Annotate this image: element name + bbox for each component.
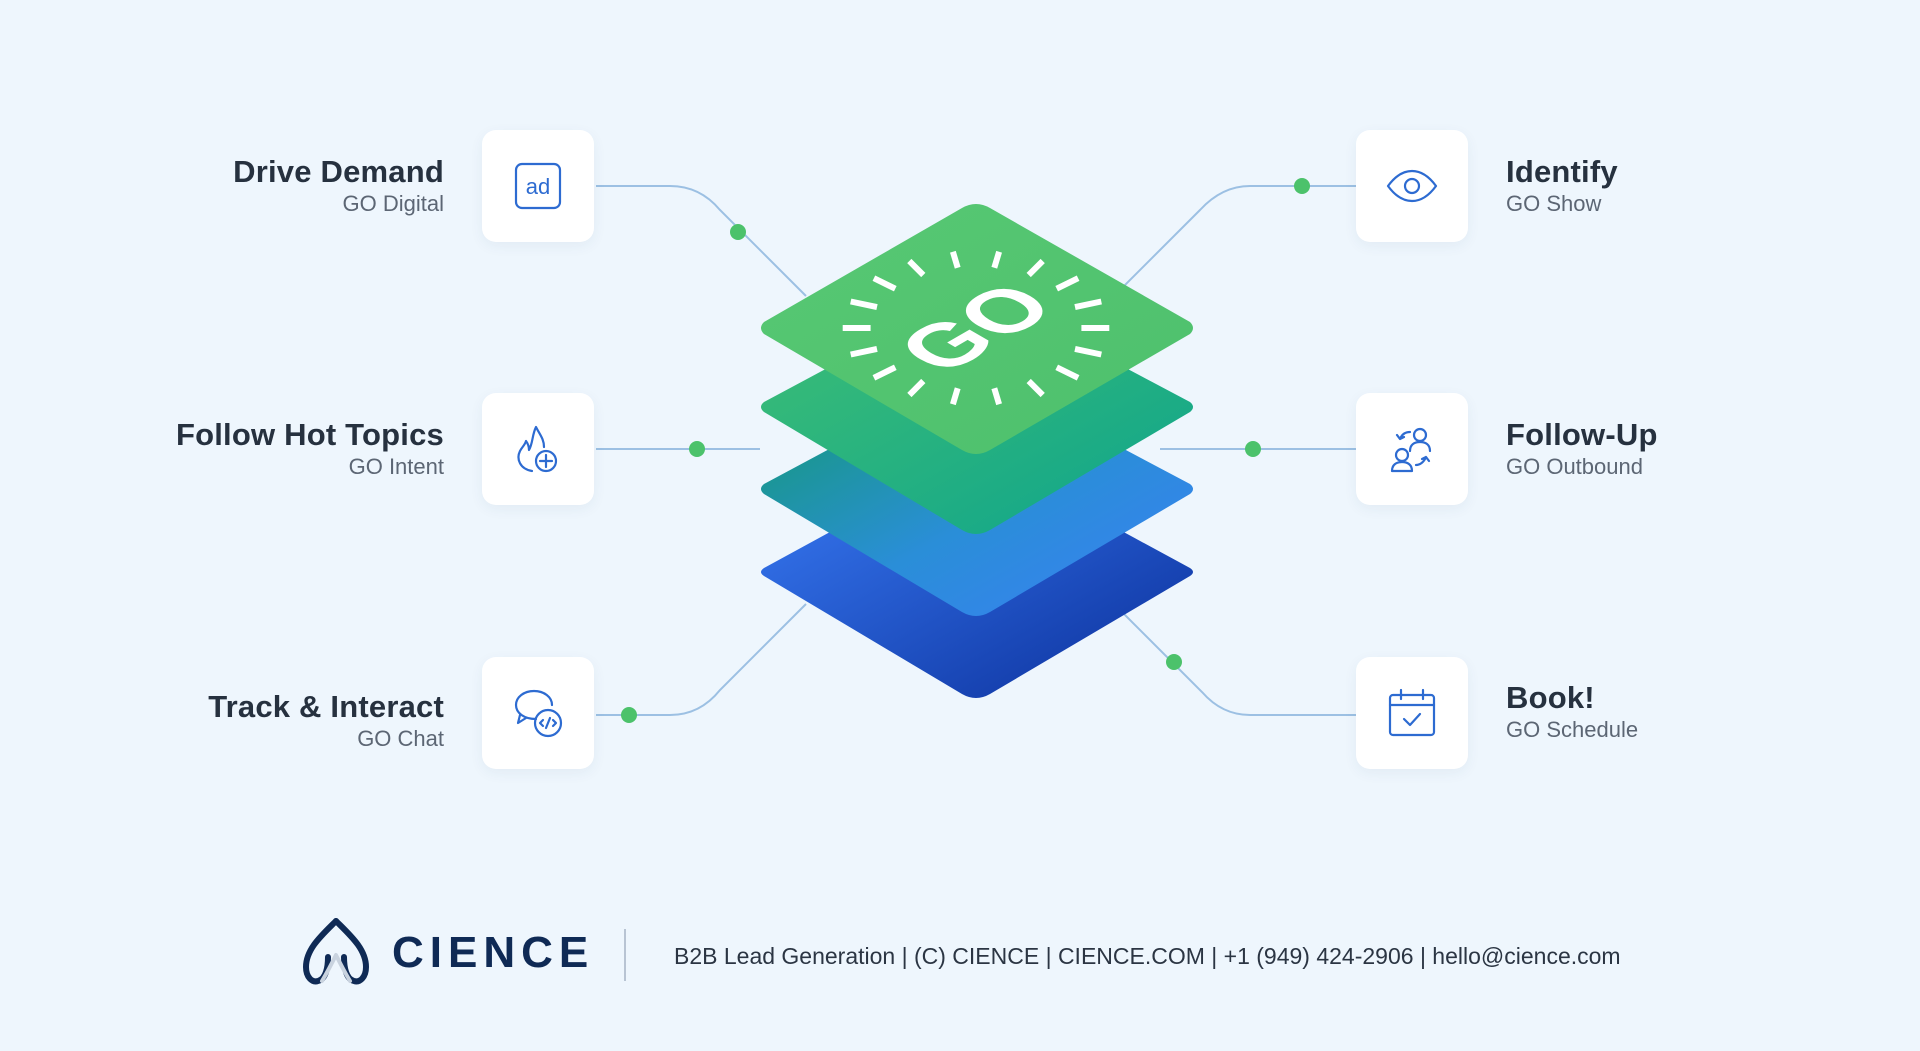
go-logo-ray: [1055, 275, 1080, 292]
node-subtitle: GO Intent: [348, 454, 444, 479]
node-identify-card[interactable]: [1356, 130, 1468, 242]
node-title: Book!: [1506, 680, 1595, 715]
connector-drive-demand: [596, 185, 807, 297]
footer: CIENCE B2B Lead Generation | (C) CIENCE …: [0, 915, 1920, 995]
node-identify-label: Identify GO Show: [1506, 154, 1826, 218]
svg-text:ad: ad: [526, 174, 550, 199]
brand-name: CIENCE: [392, 928, 595, 977]
go-logo-ray: [991, 387, 1002, 406]
node-title: Follow Hot Topics: [175, 417, 444, 452]
chat-code-icon: [514, 689, 563, 738]
node-title: Track & Interact: [208, 689, 444, 724]
go-logo-ray: [1026, 378, 1045, 398]
node-drive-demand-label: Drive Demand GO Digital: [124, 154, 444, 218]
eye-icon: [1386, 169, 1438, 203]
go-logo-ray: [1074, 345, 1102, 358]
node-book-card[interactable]: [1356, 657, 1468, 769]
node-title: Drive Demand: [233, 154, 444, 189]
stack-layer-top: [761, 204, 1193, 454]
connector-dot: [621, 707, 637, 723]
node-subtitle: GO Digital: [342, 191, 444, 216]
node-subtitle: GO Chat: [357, 726, 444, 751]
footer-divider: [624, 929, 626, 981]
connector-identify: [1111, 185, 1356, 299]
go-logo-ray: [1074, 298, 1102, 311]
connector-dot: [689, 441, 705, 457]
go-logo-ray: [907, 258, 926, 278]
go-logo-ray: [907, 378, 926, 398]
go-logo-ray: [872, 364, 897, 381]
go-logo-ray: [991, 250, 1002, 269]
go-logo-ray: [1055, 364, 1080, 381]
go-logo-ray: [950, 387, 961, 406]
connector-track-interact: [596, 603, 807, 716]
node-subtitle: GO Show: [1506, 191, 1602, 216]
ad-icon: ad: [514, 162, 562, 210]
node-follow-hot-topics-label: Follow Hot Topics GO Intent: [124, 417, 444, 481]
connector-book: [1115, 605, 1356, 716]
node-track-interact-label: Track & Interact GO Chat: [124, 689, 444, 753]
node-title: Follow-Up: [1506, 417, 1658, 452]
flame-plus-icon: [517, 425, 558, 473]
cience-logo-icon: [303, 918, 369, 985]
node-subtitle: GO Outbound: [1506, 454, 1643, 479]
go-logo-ray: [850, 298, 878, 311]
node-follow-up-label: Follow-Up GO Outbound: [1506, 417, 1826, 481]
node-follow-hot-topics-card[interactable]: [482, 393, 594, 505]
users-exchange-icon: [1390, 427, 1432, 473]
connector-dot: [1245, 441, 1261, 457]
node-subtitle: GO Schedule: [1506, 717, 1639, 742]
calendar-check-icon: [1388, 688, 1436, 737]
go-logo-ray: [872, 275, 897, 292]
node-follow-up-card[interactable]: [1356, 393, 1468, 505]
connector-dot: [1166, 654, 1182, 670]
go-logo-ray: [1026, 258, 1045, 278]
node-track-interact-card[interactable]: [482, 657, 594, 769]
node-title: Identify: [1506, 154, 1618, 189]
go-logo-ray: [850, 345, 878, 358]
node-book-label: Book! GO Schedule: [1506, 680, 1826, 744]
connector-dot: [730, 224, 746, 240]
footer-info: B2B Lead Generation | (C) CIENCE | CIENC…: [674, 943, 1621, 969]
connector-dot: [1294, 178, 1310, 194]
node-drive-demand-card[interactable]: ad: [482, 130, 594, 242]
go-logo-ray: [950, 250, 961, 269]
